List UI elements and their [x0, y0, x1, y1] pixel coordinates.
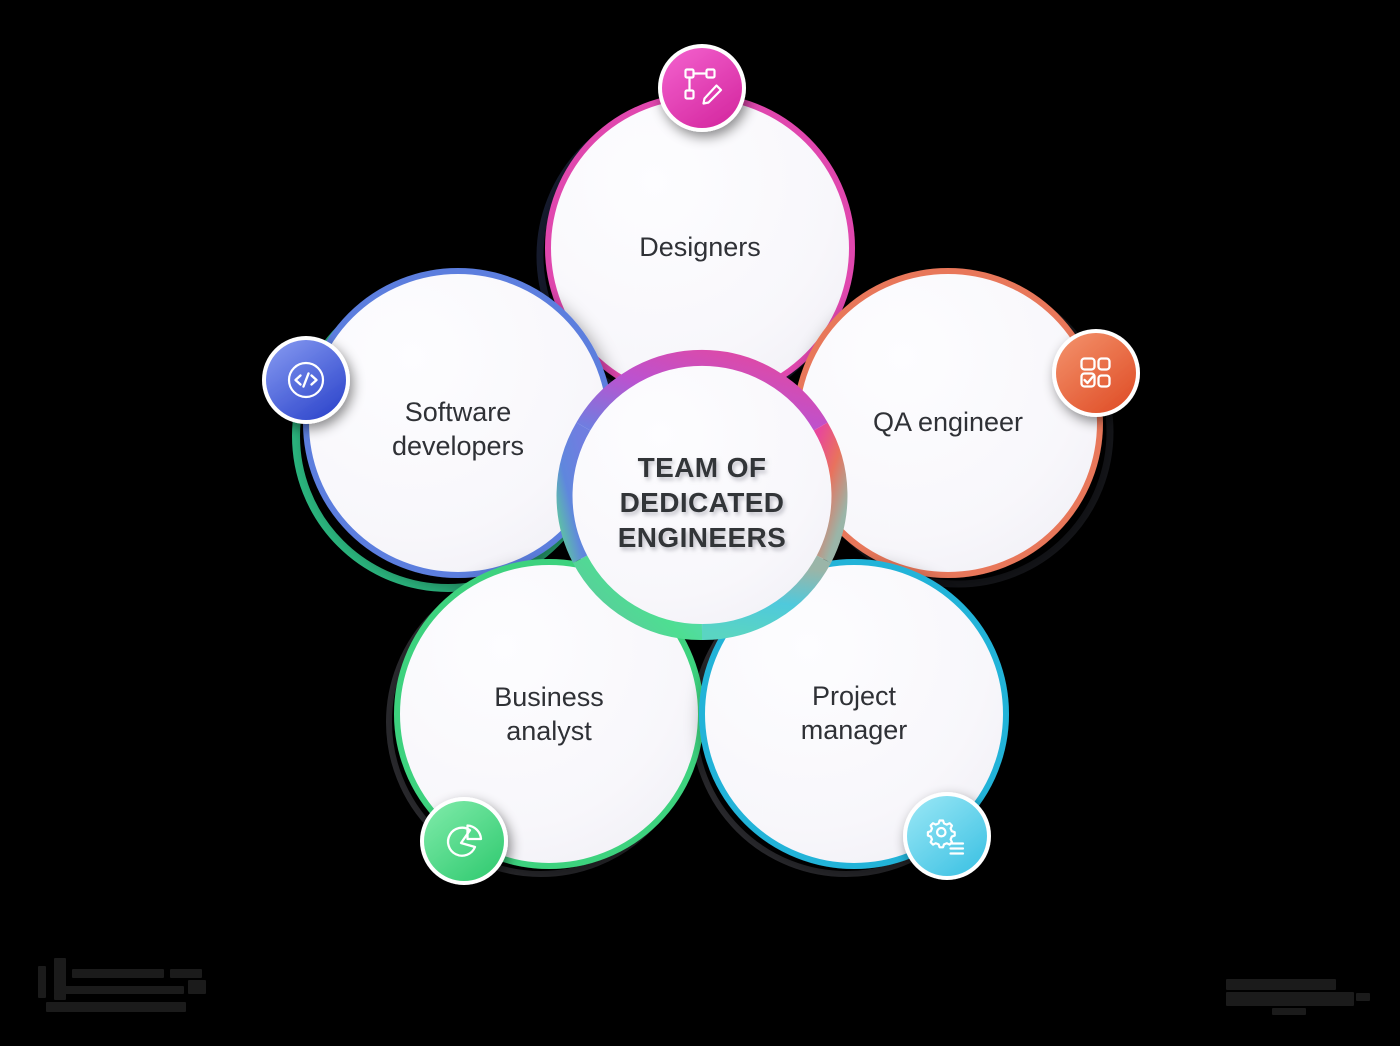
business-analyst-label-line1: Business	[494, 682, 604, 712]
designers-icon-badge[interactable]	[658, 44, 746, 132]
center-label-line2: DEDICATED	[620, 487, 785, 518]
test-grid-check-icon	[1080, 357, 1111, 388]
center-circle-group[interactable]: TEAM OF DEDICATED ENGINEERS	[556, 349, 848, 641]
vector-pen-path-icon	[684, 68, 723, 105]
center-label-line1: TEAM OF	[638, 452, 767, 483]
business-analyst-badge-bg[interactable]	[424, 801, 504, 881]
business-analyst-label-line2: analyst	[506, 716, 592, 746]
software-developers-label-line1: Software	[405, 397, 512, 427]
project-manager-label-line1: Project	[812, 681, 897, 711]
pie-chart-icon	[446, 824, 483, 857]
center-ring	[556, 349, 848, 641]
designers-badge-bg[interactable]	[662, 48, 742, 128]
project-manager-label-line2: manager	[801, 715, 908, 745]
gear-settings-list-icon	[926, 819, 965, 855]
business-analyst-icon-badge[interactable]	[420, 797, 508, 885]
project-manager-badge-bg[interactable]	[907, 796, 987, 876]
center-label-line3: ENGINEERS	[618, 522, 787, 553]
project-manager-icon-badge[interactable]	[903, 792, 991, 880]
designers-label: Designers	[639, 232, 761, 262]
petal-project-manager[interactable]: Project manager	[699, 559, 1009, 869]
project-manager-circle[interactable]	[699, 559, 1009, 869]
software-developers-icon-badge[interactable]	[262, 336, 350, 424]
software-developers-label-line2: developers	[392, 431, 524, 461]
center-circle-fill[interactable]	[565, 358, 839, 632]
center-text-group: TEAM OF DEDICATED ENGINEERS	[618, 452, 787, 553]
qa-engineer-icon-badge[interactable]	[1052, 329, 1140, 417]
petal-business-analyst[interactable]: Business analyst	[394, 559, 704, 869]
code-brackets-icon	[287, 361, 325, 399]
qa-engineer-badge-bg[interactable]	[1056, 333, 1136, 413]
qa-engineer-label: QA engineer	[873, 407, 1023, 437]
